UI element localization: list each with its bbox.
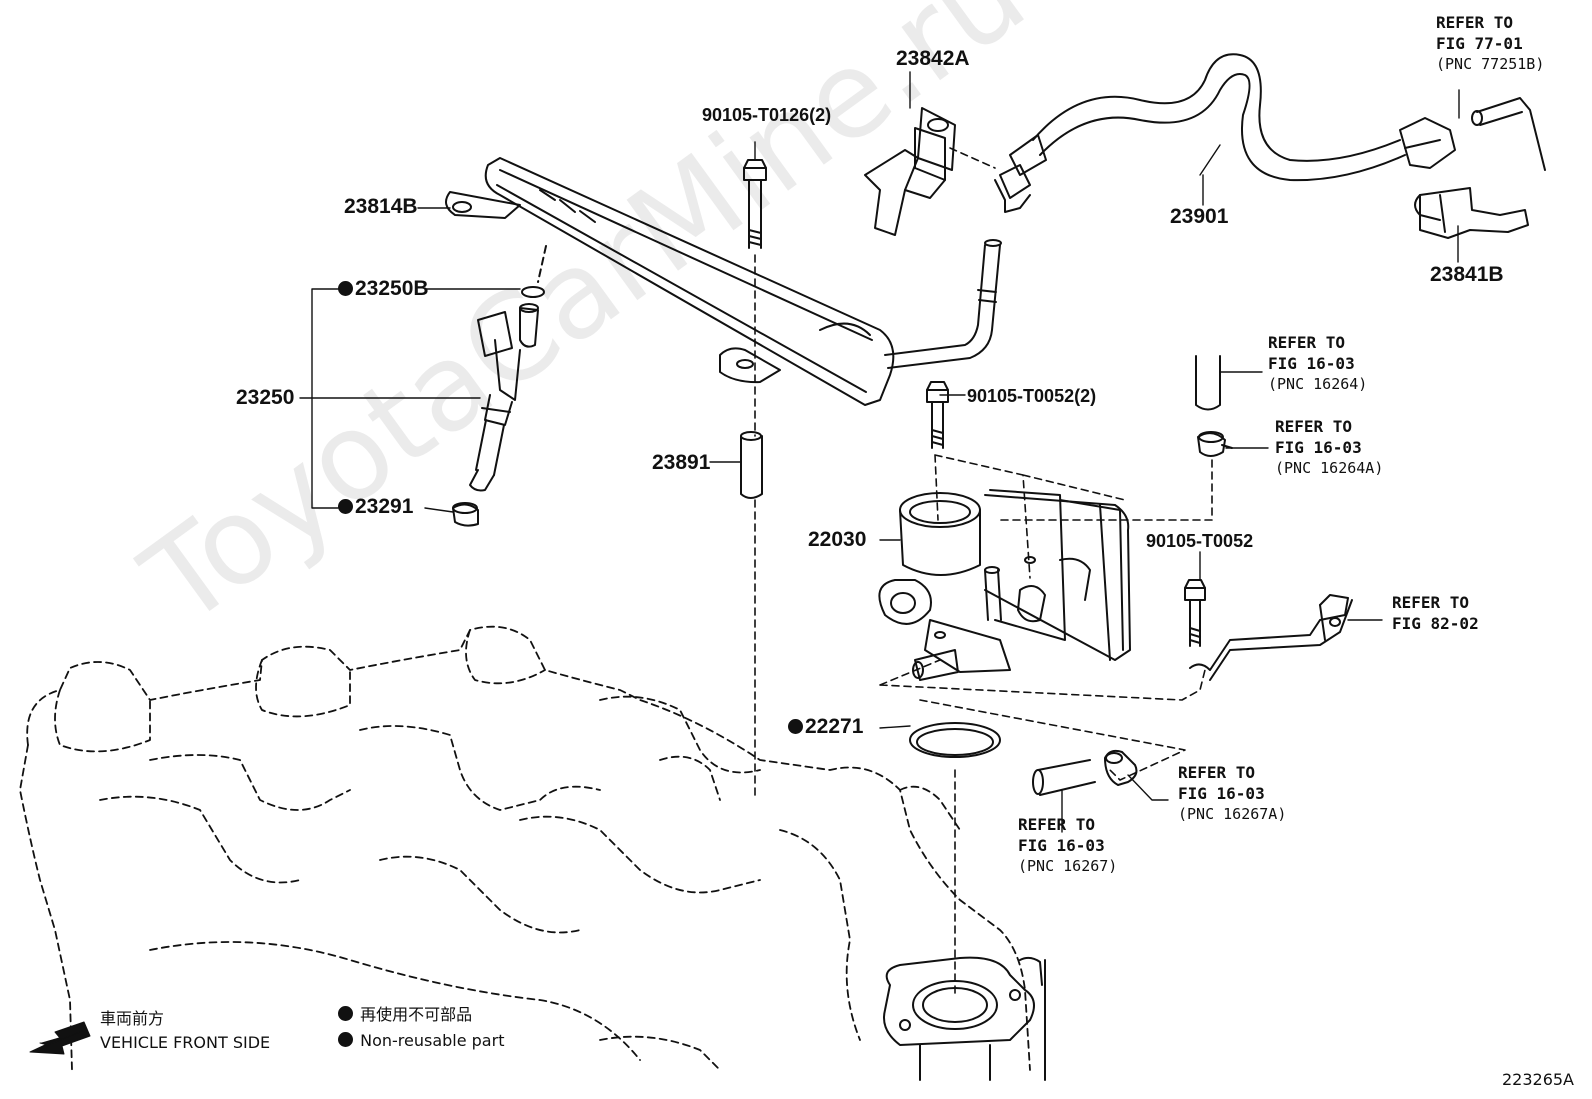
label-23250b: 23250B <box>338 278 429 300</box>
label-23250b-text: 23250B <box>355 277 429 300</box>
clamp-23842a <box>864 107 956 236</box>
fuel-delivery-pipe <box>445 157 1002 406</box>
clamp-23841b <box>1414 187 1529 239</box>
refer-line2: FIG 16-03 <box>1018 836 1105 855</box>
refer-line1: REFER TO <box>1392 593 1470 612</box>
refer-fig-16-03-16264[interactable]: REFER TO FIG 16-03 (PNC 16264) <box>1268 332 1367 395</box>
legend-nonreuse-en-text: Non-reusable part <box>360 1031 505 1050</box>
legend-front-jp: 車両前方 <box>100 1009 165 1028</box>
refer-line2: FIG 82-02 <box>1392 614 1479 633</box>
label-bolt-t0052-pair: 90105-T0052(2) <box>967 386 1097 406</box>
label-23841b: 23841B <box>1430 263 1504 286</box>
label-22271-text: 22271 <box>805 715 864 738</box>
legend-nonreuse-jp: 再使用不可部品 <box>338 1004 472 1026</box>
throttle-body <box>878 489 1131 681</box>
label-23842a: 23842A <box>896 47 970 70</box>
bolt-t0052-single <box>1184 579 1206 647</box>
oring-23250b <box>521 286 545 298</box>
gasket-22271 <box>909 722 1001 758</box>
refer-fig-77-01[interactable]: REFER TO FIG 77-01 (PNC 77251B) <box>1436 12 1544 75</box>
nonreusable-marker-icon <box>788 719 803 734</box>
bolt-t0052-pair <box>926 381 949 449</box>
bolt-t0126 <box>743 159 767 249</box>
refer-line2: FIG 16-03 <box>1275 438 1362 457</box>
refer-line1: REFER TO <box>1275 417 1353 436</box>
refer-line1: REFER TO <box>1268 333 1346 352</box>
label-bolt-t0052-single: 90105-T0052 <box>1146 531 1254 551</box>
label-23291-text: 23291 <box>355 495 414 518</box>
refer-fig-82-02[interactable]: REFER TO FIG 82-02 <box>1392 592 1479 634</box>
guide-throttle-bracket <box>879 659 1206 701</box>
guide-throttle-bolts <box>934 454 1126 579</box>
bracket-82-02 <box>1189 594 1353 681</box>
refer-line2: FIG 16-03 <box>1268 354 1355 373</box>
nonreusable-marker-icon <box>338 1032 353 1047</box>
label-23250: 23250 <box>236 386 295 409</box>
manifold-flange <box>883 956 1046 1081</box>
label-23901: 23901 <box>1170 205 1229 228</box>
label-23814b: 23814B <box>344 195 418 218</box>
label-bolt-t0126: 90105-T0126(2) <box>702 105 832 125</box>
refer-pnc: (PNC 77251B) <box>1436 55 1545 73</box>
hose-16264 <box>1195 355 1221 411</box>
refer-line1: REFER TO <box>1178 763 1256 782</box>
leader-lines <box>299 71 1460 833</box>
refer-line1: REFER TO <box>1436 13 1514 32</box>
collar-23891 <box>740 431 763 499</box>
guide-clamp-to-hose <box>949 147 996 169</box>
clip-16267a <box>1104 749 1138 786</box>
drawing-code: 223265A <box>1501 1070 1574 1089</box>
guide-pipe-to-oring <box>537 245 547 283</box>
refer-line2: FIG 16-03 <box>1178 784 1265 803</box>
fuel-injector <box>469 303 539 492</box>
clip-16264a <box>1197 431 1233 457</box>
label-23291: 23291 <box>338 496 413 518</box>
label-22030: 22030 <box>808 528 867 551</box>
nonreusable-marker-icon <box>338 281 353 296</box>
refer-fig-16-03-16264a[interactable]: REFER TO FIG 16-03 (PNC 16264A) <box>1275 416 1383 479</box>
legend-nonreuse-jp-text: 再使用不可部品 <box>360 1005 473 1024</box>
refer-fig-16-03-16267[interactable]: REFER TO FIG 16-03 (PNC 16267) <box>1018 814 1117 877</box>
refer-line1: REFER TO <box>1018 815 1096 834</box>
hose-16267 <box>1032 759 1096 796</box>
legend-front-en: VEHICLE FRONT SIDE <box>100 1033 271 1052</box>
label-23891: 23891 <box>652 451 711 474</box>
refer-pnc: (PNC 16267) <box>1018 857 1118 875</box>
guide-hose-to-throttle <box>999 459 1213 521</box>
legend-nonreuse-en: Non-reusable part <box>338 1030 504 1052</box>
refer-pnc: (PNC 16264) <box>1268 375 1368 393</box>
refer-line2: FIG 77-01 <box>1436 34 1523 53</box>
refer-fig-16-03-16267a[interactable]: REFER TO FIG 16-03 (PNC 16267A) <box>1178 762 1286 825</box>
guide-throttle-lower <box>919 699 1186 781</box>
intake-manifold-outline <box>19 625 1031 1071</box>
vehicle-front-arrow <box>29 1021 91 1055</box>
injector-seal-23291 <box>452 502 479 527</box>
nonreusable-marker-icon <box>338 499 353 514</box>
fuel-hose-23901 <box>994 53 1546 213</box>
nonreusable-marker-icon <box>338 1006 353 1021</box>
label-22271: 22271 <box>788 716 863 738</box>
refer-pnc: (PNC 16264A) <box>1275 459 1384 477</box>
refer-pnc: (PNC 16267A) <box>1178 805 1287 823</box>
